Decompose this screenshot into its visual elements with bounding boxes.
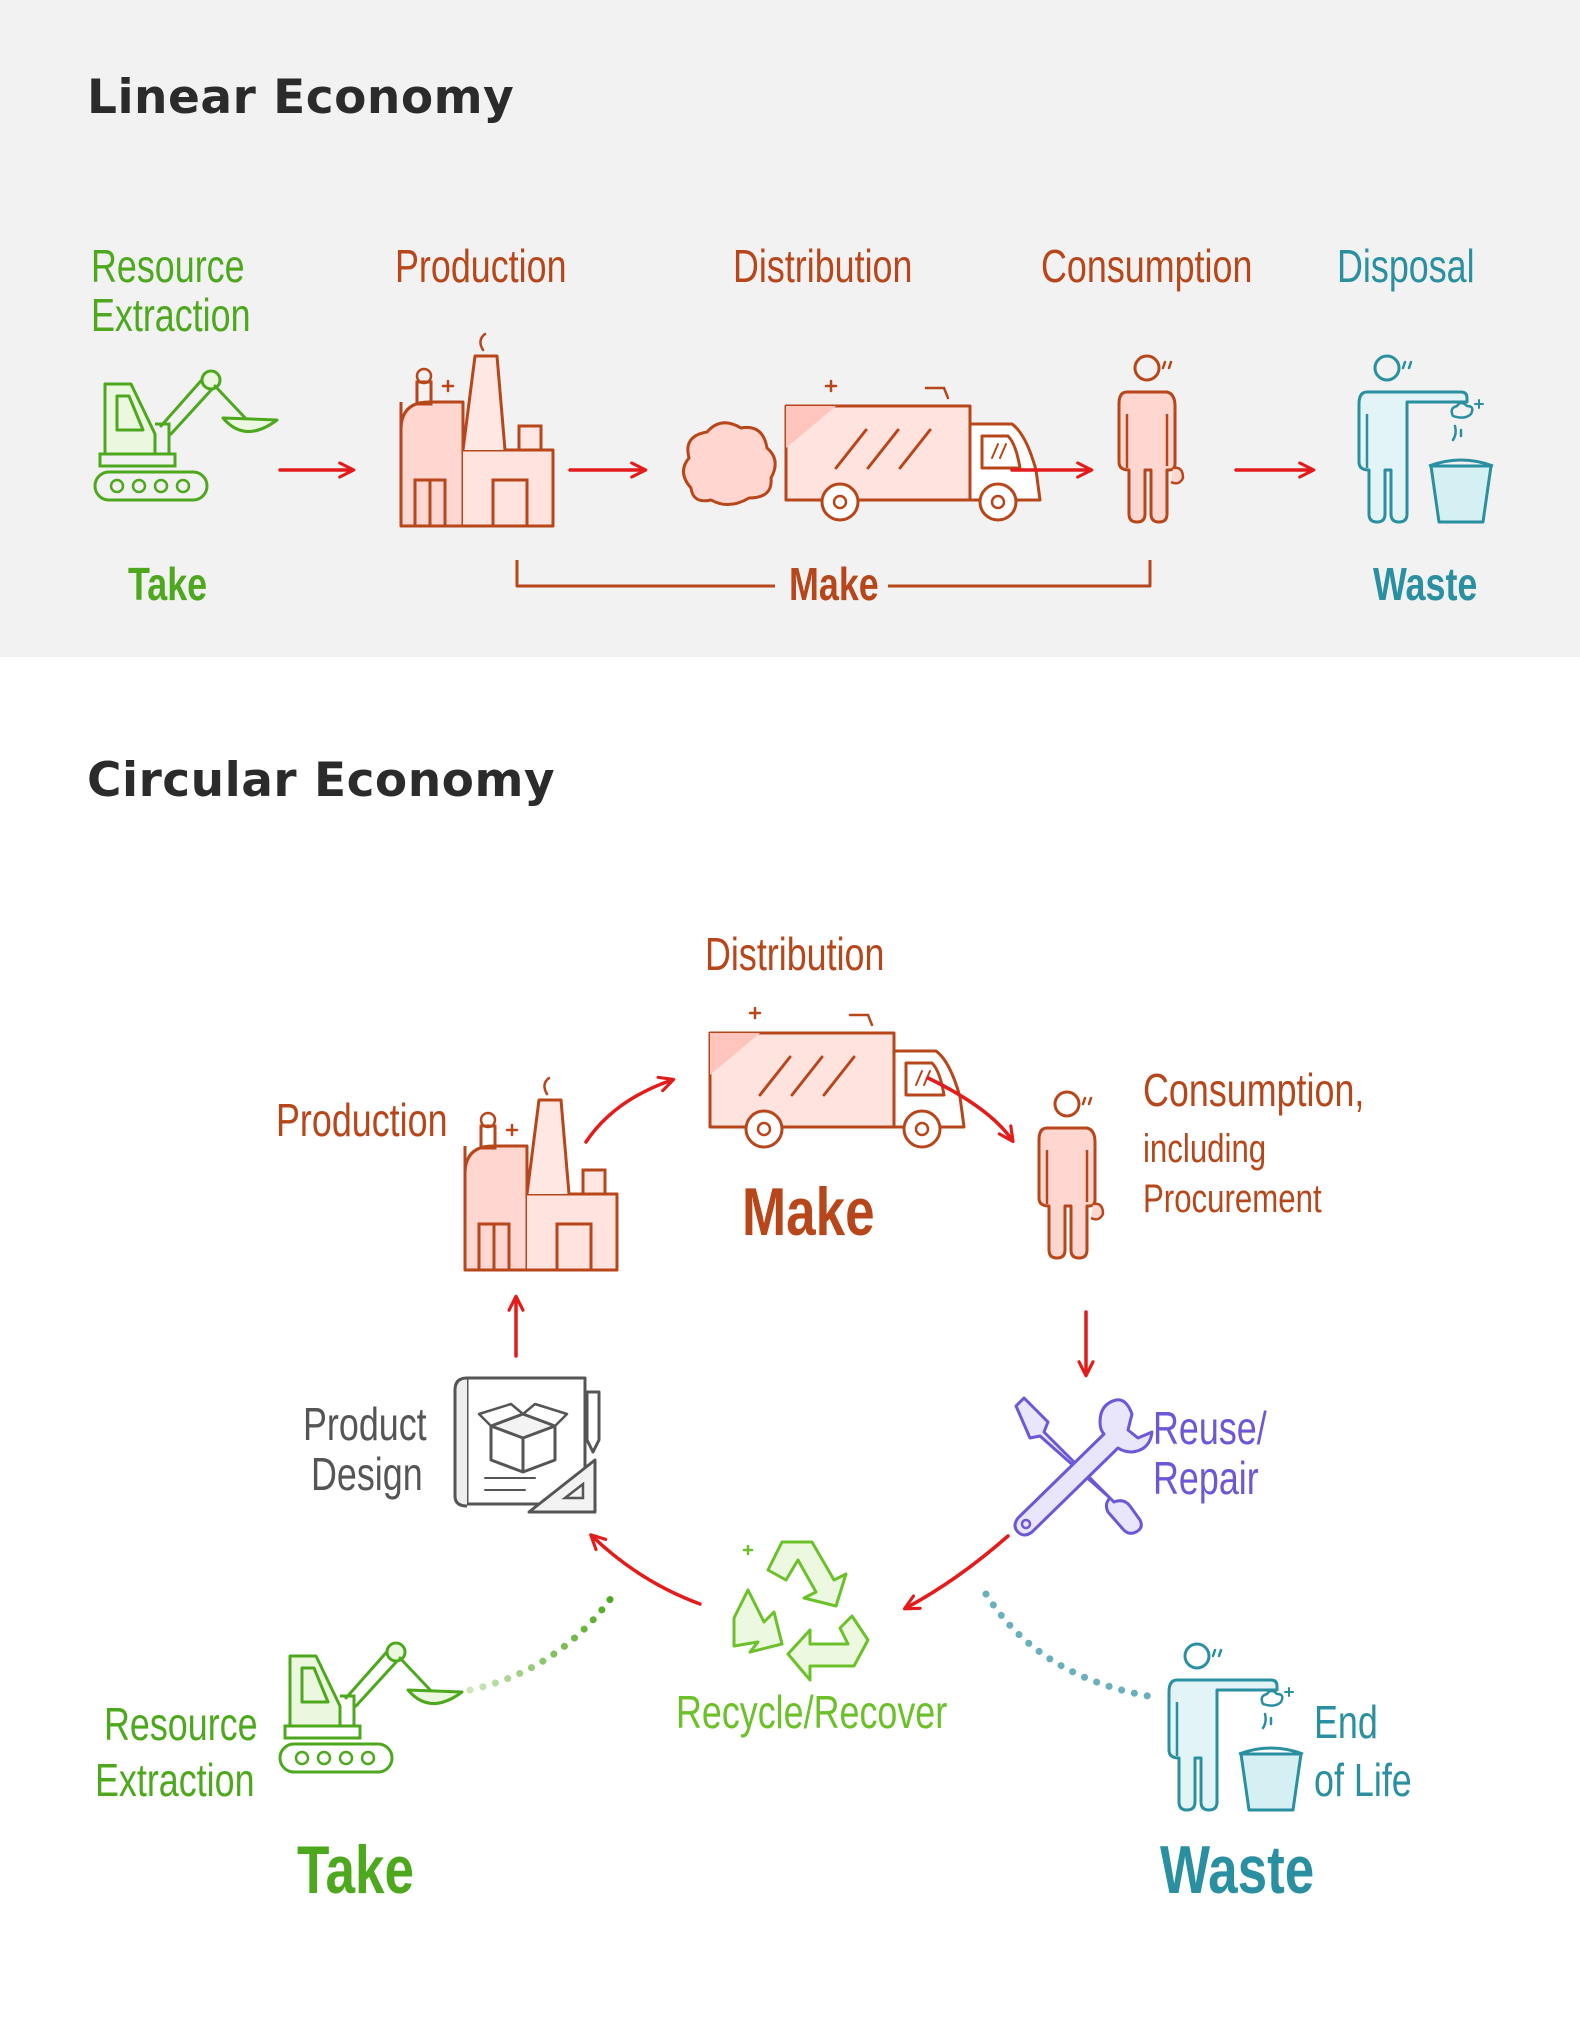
circular-factory-icon: [463, 1076, 619, 1272]
linear-factory-icon: [399, 332, 555, 528]
linear-label-distribution: Distribution: [733, 240, 913, 292]
linear-make-bracket: [515, 560, 1152, 588]
linear-person-icon: [1117, 354, 1185, 524]
circular-truck-icon: [708, 1006, 966, 1149]
circular-label-consumption-line2: including: [1143, 1127, 1267, 1171]
linear-economy-panel: [0, 0, 1580, 657]
circular-label-distribution: Distribution: [705, 928, 885, 980]
circular-arrow-distribution-consumption: [926, 1076, 1015, 1144]
linear-label-production: Production: [395, 240, 567, 292]
circular-label-end-of-life-line2: of Life: [1314, 1754, 1412, 1806]
circular-person-icon: [1037, 1090, 1105, 1260]
waste-dotted-connector: [982, 1590, 1164, 1702]
circular-economy-title: Circular Economy: [87, 753, 556, 808]
circular-arrow-recycle-design: [589, 1533, 702, 1606]
linear-excavator-icon: [93, 369, 279, 502]
circular-blueprint-icon: [453, 1376, 601, 1514]
circular-label-product-design-line2: Design: [311, 1448, 423, 1500]
circular-label-consumption-line1: Consumption,: [1143, 1064, 1365, 1116]
circular-recycle-icon: [732, 1540, 870, 1682]
linear-smoke-icon: [681, 421, 777, 507]
circular-label-resource-extraction-line2: Extraction: [95, 1754, 255, 1806]
circular-person-bin-icon: [1167, 1642, 1305, 1812]
circular-label-repair-line2: Repair: [1153, 1452, 1259, 1504]
linear-economy-title: Linear Economy: [87, 70, 515, 125]
circular-label-production: Production: [276, 1094, 448, 1146]
circular-arrow-production-distribution: [584, 1075, 676, 1144]
circular-phase-waste: Waste: [1160, 1832, 1315, 1908]
circular-phase-make: Make: [742, 1174, 875, 1250]
linear-label-disposal: Disposal: [1337, 240, 1475, 292]
linear-person-bin-icon: [1357, 354, 1495, 524]
linear-label-resource-extraction: Resource Extraction: [91, 240, 251, 341]
circular-tools-icon: [1013, 1396, 1154, 1537]
circular-label-consumption-line3: Procurement: [1143, 1177, 1322, 1221]
circular-phase-take: Take: [297, 1832, 414, 1908]
linear-phase-waste: Waste: [1373, 558, 1478, 610]
circular-arrow-reuse-recycle: [902, 1534, 1010, 1611]
linear-phase-make: Make: [789, 558, 879, 610]
circular-label-product-design-line1: Product: [303, 1398, 427, 1450]
circular-excavator-icon: [278, 1641, 464, 1774]
linear-phase-take: Take: [128, 558, 208, 610]
circular-label-recycle-recover: Recycle/Recover: [676, 1686, 948, 1738]
linear-truck-icon: [784, 379, 1042, 522]
linear-label-consumption: Consumption: [1041, 240, 1253, 292]
take-dotted-connector: [466, 1590, 618, 1694]
circular-label-resource-extraction-line1: Resource: [104, 1698, 258, 1750]
circular-label-reuse-line1: Reuse/: [1153, 1402, 1267, 1454]
circular-label-end-of-life-line1: End: [1314, 1696, 1378, 1748]
